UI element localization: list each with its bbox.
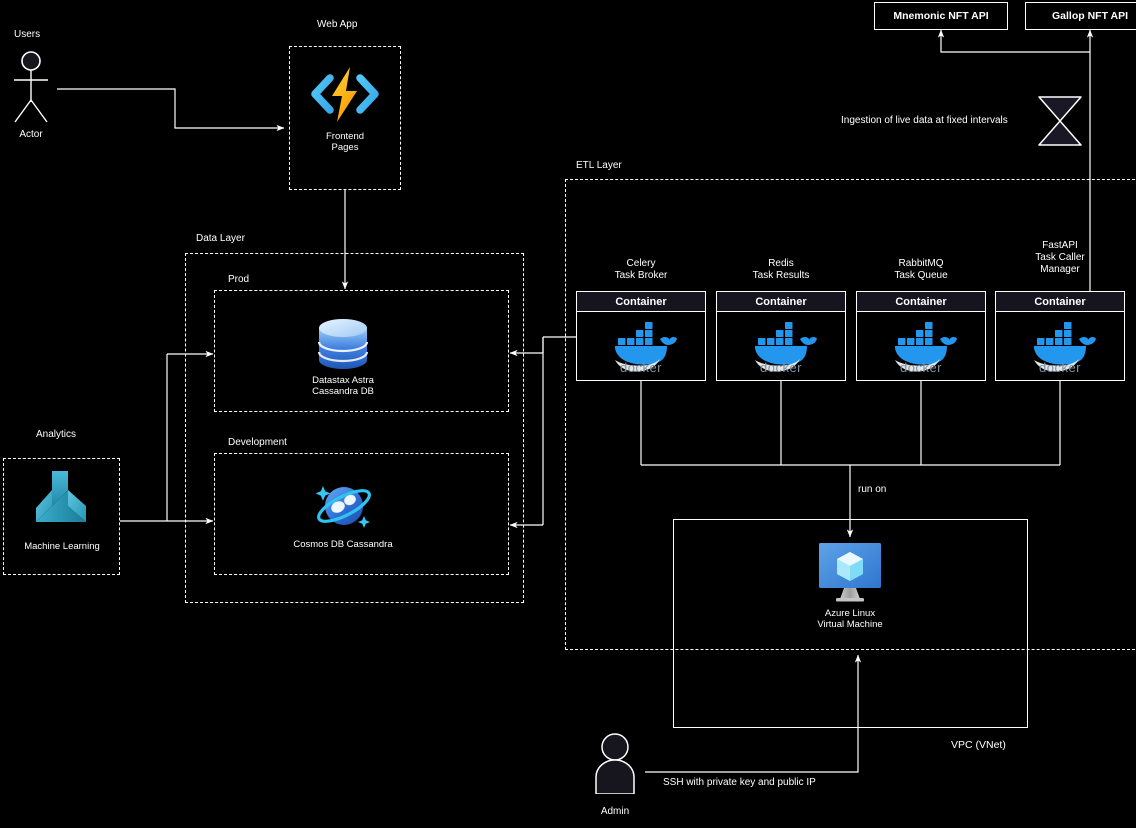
etl-layer-group-label: ETL Layer bbox=[576, 160, 622, 171]
line-fastapi-to-mnemonic bbox=[937, 29, 1090, 53]
ingestion-label: Ingestion of live data at fixed interval… bbox=[841, 115, 1008, 126]
azure-static-web-apps-icon bbox=[311, 67, 379, 122]
fastapi-container-header: Container bbox=[996, 292, 1124, 312]
cosmos-db-node: Cosmos DB Cassandra bbox=[292, 476, 394, 550]
fastapi-title: FastAPI Task Caller Manager bbox=[995, 240, 1125, 276]
webapp-group-label: Web App bbox=[317, 19, 358, 30]
docker-whale-icon: docker bbox=[892, 322, 957, 374]
datastax-astra-caption: Datastax Astra Cassandra DB bbox=[312, 375, 374, 397]
celery-container-header: Container bbox=[577, 292, 705, 312]
fastapi-container-body: docker bbox=[996, 312, 1124, 380]
actor-label: Actor bbox=[19, 129, 43, 140]
development-label: Development bbox=[228, 437, 287, 448]
azure-virtual-machine-icon bbox=[819, 543, 881, 602]
webapp-group-box bbox=[289, 46, 401, 190]
analytics-group-box bbox=[3, 458, 120, 575]
celery-title-line1: Celery bbox=[626, 258, 656, 269]
prod-box bbox=[214, 290, 509, 412]
hourglass-timer-icon bbox=[1038, 96, 1082, 146]
mnemonic-nft-api-box[interactable]: Mnemonic NFT API bbox=[874, 2, 1008, 30]
actor-stick-figure-icon bbox=[14, 51, 48, 123]
mnemonic-nft-api-label: Mnemonic NFT API bbox=[893, 10, 989, 22]
redis-title-line2: Task Results bbox=[752, 270, 810, 281]
gallop-nft-api-box[interactable]: Gallop NFT API bbox=[1025, 2, 1136, 30]
docker-wordmark: docker bbox=[1039, 360, 1081, 374]
fastapi-title-line3: Manager bbox=[1040, 264, 1080, 275]
run-on-label: run on bbox=[858, 484, 887, 495]
prod-label: Prod bbox=[228, 274, 250, 285]
users-group-label: Users bbox=[14, 29, 41, 40]
rabbitmq-container-body: docker bbox=[857, 312, 985, 380]
rabbitmq-container-card[interactable]: Container docker bbox=[856, 291, 986, 381]
analytics-group-label: Analytics bbox=[36, 429, 77, 440]
datastax-astra-node: Datastax Astra Cassandra DB bbox=[297, 318, 389, 397]
docker-wordmark: docker bbox=[900, 360, 942, 374]
azure-cosmos-db-icon bbox=[315, 486, 371, 528]
etl-layer-group-box bbox=[565, 179, 1136, 650]
celery-title-line2: Task Broker bbox=[614, 270, 668, 281]
rabbitmq-title-line2: Task Queue bbox=[894, 270, 948, 281]
admin-node bbox=[592, 732, 638, 794]
ssh-connection-label: SSH with private key and public IP bbox=[663, 777, 816, 788]
docker-whale-icon: docker bbox=[612, 322, 677, 374]
machine-learning-node: Machine Learning bbox=[18, 468, 106, 552]
celery-container-card[interactable]: Container docker bbox=[576, 291, 706, 381]
redis-container-body: docker bbox=[717, 312, 845, 380]
frontend-pages-caption: Frontend Pages bbox=[326, 131, 364, 153]
docker-wordmark: docker bbox=[760, 360, 802, 374]
actor-node bbox=[6, 50, 56, 128]
vm-caption-line1: Azure Linux bbox=[824, 608, 876, 619]
fastapi-container-card[interactable]: Container docker bbox=[995, 291, 1125, 381]
data-layer-group-label: Data Layer bbox=[196, 233, 245, 244]
docker-whale-icon: docker bbox=[752, 322, 817, 374]
line-actor-to-webapp bbox=[57, 88, 285, 132]
azure-vm-caption: Azure Linux Virtual Machine bbox=[817, 608, 882, 630]
vm-caption-line2: Virtual Machine bbox=[817, 619, 883, 630]
database-cylinder-icon bbox=[317, 319, 369, 369]
person-admin-icon bbox=[595, 733, 635, 794]
admin-label: Admin bbox=[600, 806, 630, 817]
rabbitmq-title-line1: RabbitMQ bbox=[898, 258, 944, 269]
docker-wordmark: docker bbox=[620, 360, 662, 374]
machine-learning-caption: Machine Learning bbox=[24, 541, 100, 552]
azure-vm-node: Azure Linux Virtual Machine bbox=[805, 541, 895, 630]
cosmos-db-caption: Cosmos DB Cassandra bbox=[293, 539, 393, 550]
frontend-caption-line1: Frontend bbox=[325, 131, 365, 142]
celery-title: Celery Task Broker bbox=[576, 258, 706, 282]
azure-machine-learning-icon bbox=[36, 471, 86, 522]
gallop-nft-api-label: Gallop NFT API bbox=[1051, 10, 1129, 22]
frontend-caption-line2: Pages bbox=[331, 142, 359, 153]
vpc-label: VPC (VNet) bbox=[951, 739, 1006, 751]
development-box bbox=[214, 453, 509, 575]
docker-whale-icon: docker bbox=[1031, 322, 1096, 374]
redis-title: Redis Task Results bbox=[716, 258, 846, 282]
redis-title-line1: Redis bbox=[768, 258, 794, 269]
fastapi-title-line2: Task Caller bbox=[1035, 252, 1085, 263]
rabbitmq-title: RabbitMQ Task Queue bbox=[856, 258, 986, 282]
vpc-box bbox=[673, 519, 1028, 728]
frontend-pages-node: Frontend Pages bbox=[305, 64, 385, 153]
data-layer-group-box bbox=[185, 253, 524, 603]
redis-container-card[interactable]: Container docker bbox=[716, 291, 846, 381]
celery-container-body: docker bbox=[577, 312, 705, 380]
rabbitmq-container-header: Container bbox=[857, 292, 985, 312]
redis-container-header: Container bbox=[717, 292, 845, 312]
fastapi-title-line1: FastAPI bbox=[1042, 240, 1078, 251]
